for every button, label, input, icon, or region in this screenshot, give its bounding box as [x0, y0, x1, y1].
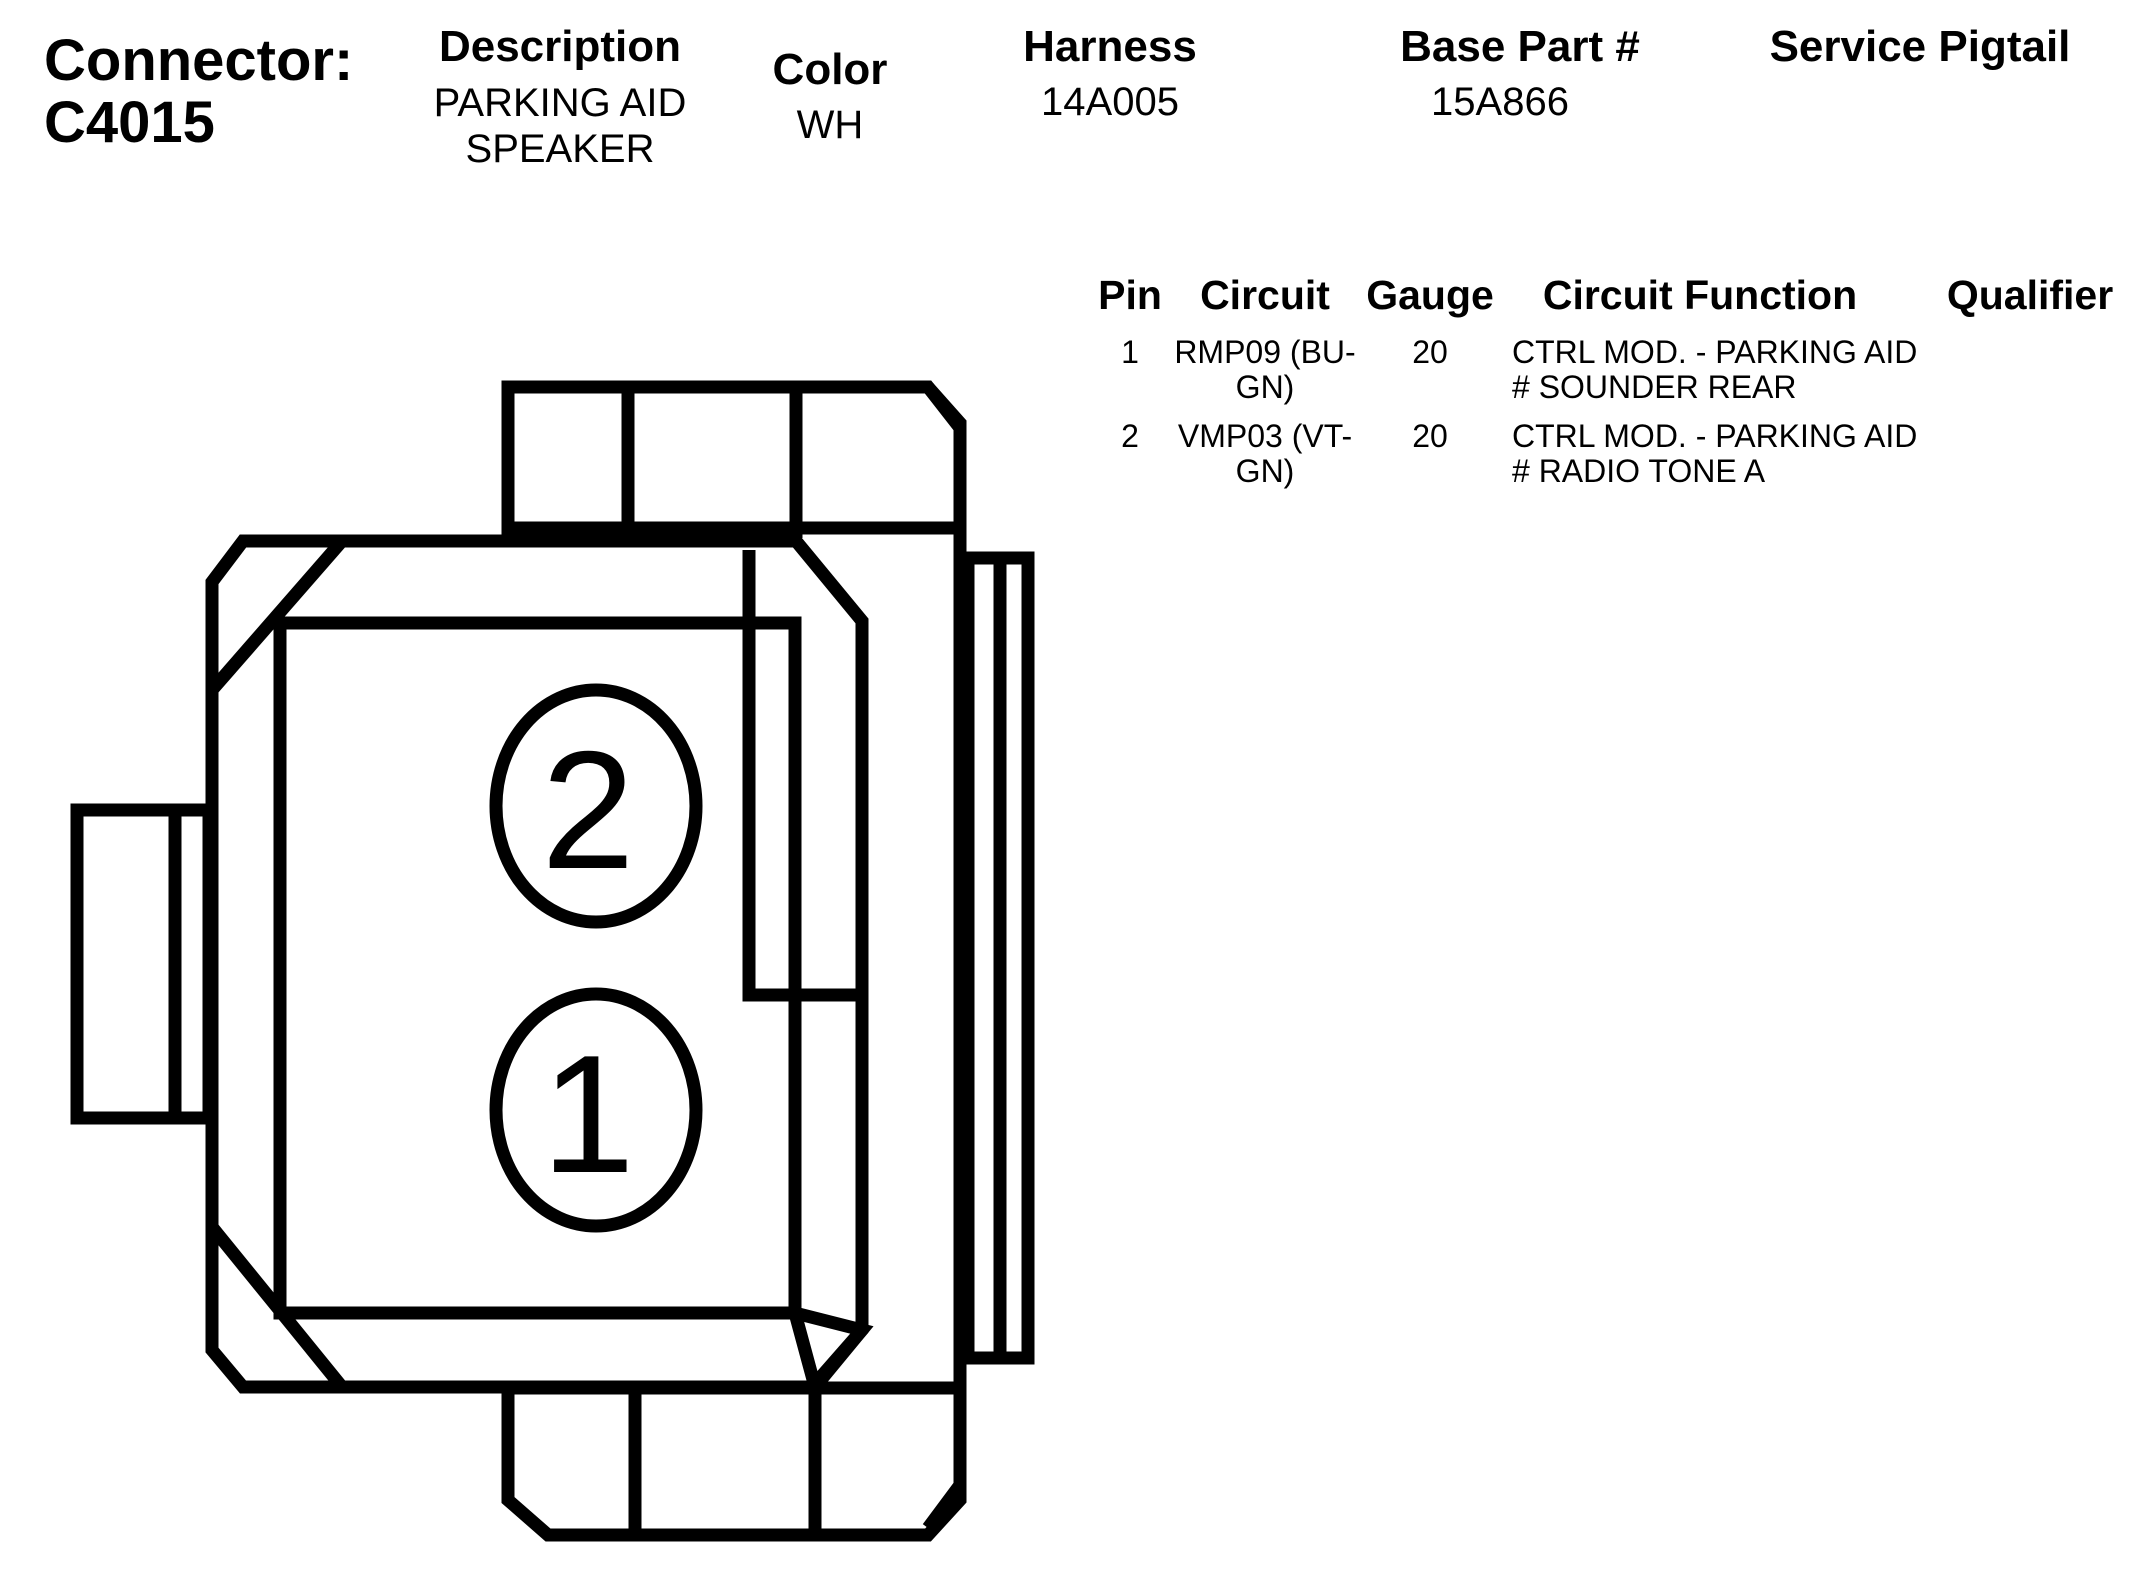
service-pigtail-column: Service Pigtail — [1740, 22, 2100, 80]
row-1-function-line-1: CTRL MOD. - PARKING AID — [1512, 334, 1918, 370]
row-2-function-line-1: CTRL MOD. - PARKING AID — [1512, 418, 1918, 454]
harness-value: 14A005 — [1041, 80, 1179, 124]
top-latch-tab — [501, 380, 967, 535]
main-body-outline — [205, 534, 869, 1394]
service-pigtail-header: Service Pigtail — [1769, 22, 2071, 71]
bottom-left-chamfer — [206, 1222, 348, 1392]
table-header-gauge: Gauge — [1366, 272, 1494, 318]
row-1-gauge: 20 — [1412, 334, 1448, 370]
base-part-header: Base Part # — [1400, 22, 1640, 71]
row-2-circuit-line-1: VMP03 (VT- — [1177, 418, 1353, 454]
row-1-circuit-line-2: GN) — [1235, 369, 1295, 405]
harness-header: Harness — [1023, 22, 1197, 71]
table-header-pin: Pin — [1098, 272, 1162, 318]
bottom-right-corner-detail — [788, 1306, 874, 1401]
top-left-chamfer — [207, 536, 347, 695]
description-line-1: PARKING AID — [433, 81, 687, 125]
row-2-circuit-line-2: GN) — [1235, 453, 1295, 489]
table-header-circuit: Circuit — [1200, 272, 1330, 318]
row-2-function: CTRL MOD. - PARKING AID # RADIO TONE A — [1512, 419, 1932, 489]
inner-cavity — [273, 616, 802, 1320]
color-value: WH — [796, 103, 864, 147]
harness-column: Harness 14A005 — [980, 22, 1240, 125]
pin-2-label: 2 — [541, 716, 634, 904]
row-2-gauge: 20 — [1412, 418, 1448, 454]
connector-face-diagram: 2 1 — [70, 380, 1035, 1542]
connector-label: Connector: — [44, 28, 354, 93]
key-slot — [742, 550, 862, 1002]
table-header-circuit-function: Circuit Function — [1542, 272, 1858, 318]
base-part-value: 15A866 — [1431, 80, 1569, 124]
row-1-function: CTRL MOD. - PARKING AID # SOUNDER REAR — [1512, 335, 1932, 405]
connector-title: Connector: C4015 — [44, 30, 353, 154]
row-2-function-line-2: # RADIO TONE A — [1512, 453, 1766, 489]
connector-id: C4015 — [44, 90, 215, 155]
base-part-column: Base Part # 15A866 — [1340, 22, 1700, 125]
pin-1-label: 1 — [541, 1020, 634, 1208]
right-body-panel — [796, 380, 967, 1532]
description-column: Description PARKING AID SPEAKER — [400, 22, 720, 172]
pin-1-cavity — [489, 987, 703, 1233]
row-1-function-line-2: # SOUNDER REAR — [1512, 369, 1797, 405]
description-line-2: SPEAKER — [465, 127, 655, 171]
left-side-tab — [70, 803, 216, 1125]
row-1-circuit-line-1: RMP09 (BU- — [1174, 334, 1356, 370]
row-2-pin: 2 — [1121, 418, 1139, 454]
row-2-circuit: VMP03 (VT- GN) — [1160, 419, 1370, 489]
bottom-latch-tab — [501, 1381, 967, 1542]
row-1-circuit: RMP09 (BU- GN) — [1160, 335, 1370, 405]
color-header: Color — [772, 45, 888, 94]
pin-2-cavity — [489, 683, 703, 929]
color-column: Color WH — [740, 45, 920, 148]
description-header: Description — [438, 22, 682, 71]
row-1-pin: 1 — [1121, 334, 1139, 370]
table-header-qualifier: Qualifier — [1946, 272, 2114, 318]
